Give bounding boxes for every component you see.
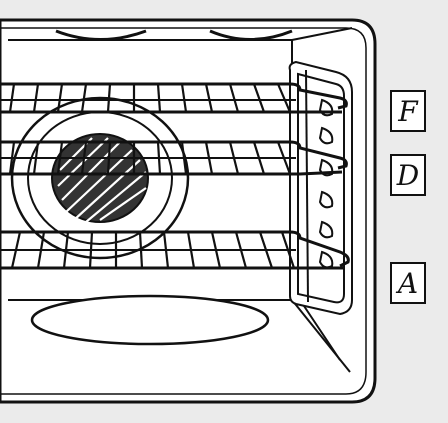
rack-label-D: D bbox=[391, 155, 425, 195]
bottom-element-oval bbox=[32, 296, 268, 344]
rack-label-A: A bbox=[391, 263, 425, 303]
rack-label-F-text: F bbox=[397, 95, 419, 128]
rack-label-D-text: D bbox=[396, 159, 419, 192]
rack-label-A-text: A bbox=[395, 267, 418, 300]
convection-fan bbox=[12, 98, 188, 258]
rack-label-F: F bbox=[391, 91, 425, 131]
